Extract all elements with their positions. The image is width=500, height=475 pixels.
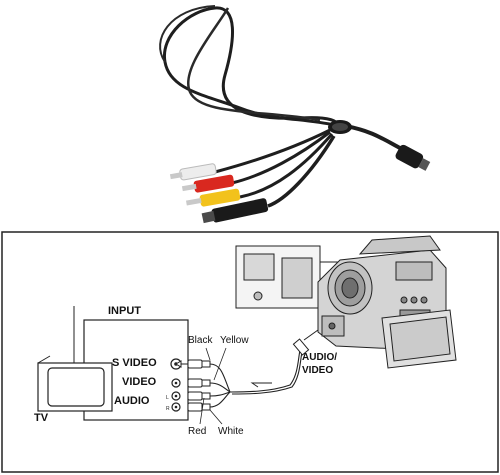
input-label: INPUT <box>108 305 141 317</box>
audio-video-label-line2: VIDEO <box>302 365 334 376</box>
tv-icon <box>37 306 113 412</box>
camcorder-illustration <box>235 235 457 369</box>
signal-arrow-icon <box>250 382 272 388</box>
black-label: Black <box>188 335 213 346</box>
cable-splitter <box>328 120 352 134</box>
svg-text:L: L <box>166 395 169 401</box>
audio-label: AUDIO <box>114 395 150 407</box>
white-rca-plug <box>169 163 217 181</box>
diagram-plugs <box>187 359 211 412</box>
red-label: Red <box>188 426 207 437</box>
rca-jack-icon <box>171 378 181 412</box>
white-label: White <box>218 426 244 437</box>
tv-label: TV <box>34 412 49 424</box>
yellow-label: Yellow <box>220 335 249 346</box>
black-svideo-plug <box>201 198 269 224</box>
video-label: VIDEO <box>122 376 157 388</box>
yellow-rca-plug <box>185 188 241 207</box>
connection-diagram: L R <box>1 231 499 473</box>
camcorder-plug <box>292 329 319 356</box>
s-video-label: S VIDEO <box>112 357 157 369</box>
cable-photo <box>159 5 431 224</box>
audio-video-label-line1: AUDIO/ <box>302 352 337 363</box>
svg-text:R: R <box>166 406 170 412</box>
minijack-connector <box>395 144 431 171</box>
cable-loop <box>163 6 338 127</box>
red-rca-plug <box>181 174 235 193</box>
